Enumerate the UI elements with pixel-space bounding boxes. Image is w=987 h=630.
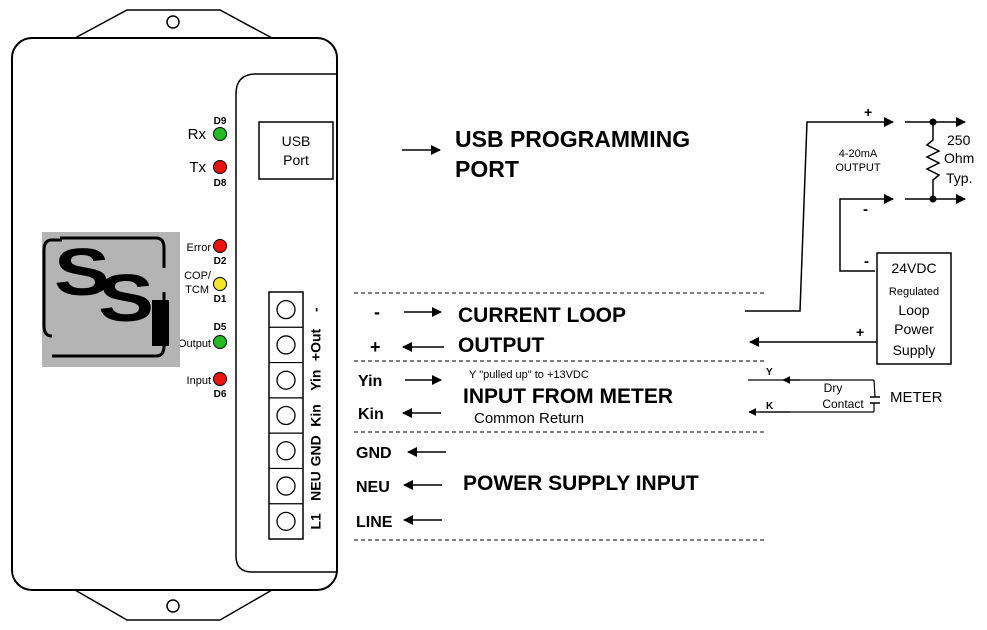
- led-d6-red: [213, 372, 227, 386]
- led-d6-label: Input: [187, 375, 211, 387]
- terminal-label: +Out: [308, 328, 324, 361]
- dry-contact-label-1: Dry: [824, 381, 843, 395]
- pulled-up-note: Y "pulled up" to +13VDC: [469, 369, 589, 381]
- output-4-20ma-2: OUTPUT: [835, 162, 881, 174]
- psu-label-3: Loop: [898, 302, 929, 318]
- psu-label-4: Power: [894, 321, 934, 337]
- terminal-label: NEU: [308, 471, 324, 501]
- neu-label: NEU: [356, 479, 390, 496]
- minus-label: -: [374, 302, 380, 322]
- led-d9-label: Rx: [188, 126, 207, 143]
- led-d6-input: Input D6: [187, 372, 227, 400]
- led-d2-label: Error: [187, 242, 212, 254]
- led-d8-tx: Tx D8: [189, 159, 227, 189]
- led-d5-green: [213, 335, 227, 349]
- gnd-label: GND: [356, 445, 392, 462]
- enclosure-inner-panel: [235, 73, 337, 573]
- ohm-label-3: Typ.: [946, 170, 972, 186]
- power-supply-input-heading: POWER SUPPLY INPUT: [463, 472, 699, 495]
- plus-label: +: [370, 337, 381, 357]
- terminal-screw: [276, 441, 296, 461]
- led-d1-id: D1: [214, 294, 227, 305]
- terminal-label: Kin: [308, 404, 324, 427]
- ohm-label-2: Ohm: [944, 150, 974, 166]
- yin-label: Yin: [358, 373, 382, 390]
- ssi-logo-letter-s2: S: [98, 261, 154, 336]
- supply-minus-wire: [839, 194, 894, 272]
- led-d6-id: D6: [214, 389, 227, 400]
- ssi-logo-letter-i: [152, 300, 169, 346]
- terminal-label: L1: [308, 513, 324, 530]
- terminal-label: -: [308, 307, 324, 312]
- loop-circuit: + 4-20mA OUTPUT - - 250 Ohm Typ. 24VDC R…: [745, 104, 974, 416]
- led-d1-label-1: COP/: [184, 270, 212, 282]
- psu-label-1: 24VDC: [891, 260, 936, 276]
- psu-minus: -: [864, 253, 869, 270]
- meter-label: METER: [890, 389, 943, 406]
- input-from-meter-heading: INPUT FROM METER: [463, 385, 673, 408]
- psu-label-2: Regulated: [889, 286, 939, 298]
- usb-heading-2: PORT: [455, 156, 519, 182]
- output-heading: OUTPUT: [458, 334, 545, 357]
- kin-label: Kin: [358, 406, 384, 423]
- y-label: Y: [766, 367, 773, 378]
- led-d1-yellow: [213, 277, 227, 291]
- led-d2-id: D2: [214, 256, 227, 267]
- loop-plus-top: +: [864, 104, 872, 120]
- usb-heading-1: USB PROGRAMMING: [455, 126, 690, 152]
- led-d9-id: D9: [214, 116, 227, 127]
- psu-plus: +: [856, 324, 864, 340]
- terminal-screw: [276, 405, 296, 426]
- led-d2-error: Error D2: [187, 239, 227, 267]
- led-d1-cop-tcm: COP/ TCM D1: [184, 270, 227, 305]
- terminal-label: GND: [308, 435, 324, 466]
- terminal-screw: [276, 511, 296, 532]
- terminal-screw: [276, 370, 296, 390]
- ssi-logo: S S: [42, 232, 180, 367]
- led-d5-output: D5 Output: [178, 322, 227, 350]
- output-4-20ma-1: 4-20mA: [839, 148, 878, 160]
- led-d5-id: D5: [214, 322, 227, 333]
- led-d8-id: D8: [214, 178, 227, 189]
- led-d9-green: [213, 127, 227, 141]
- led-d8-red: [213, 160, 227, 174]
- dry-contact-label-2: Contact: [822, 397, 864, 411]
- terminal-screw: [276, 299, 296, 320]
- led-d8-label: Tx: [189, 159, 206, 176]
- terminal-screw: [276, 335, 296, 355]
- k-label: K: [766, 401, 774, 412]
- led-d9-rx: D9 Rx: [188, 116, 227, 143]
- led-d1-label-2: TCM: [185, 284, 209, 296]
- top-mounting-hole: [166, 15, 180, 29]
- resistor-250-ohm: [925, 122, 941, 199]
- usb-port-label-2: Port: [283, 152, 309, 168]
- led-d5-label: Output: [178, 338, 211, 350]
- led-d2-red: [213, 239, 227, 253]
- terminal-label: Yin: [308, 370, 324, 391]
- minus-output-wire: [745, 117, 894, 312]
- ohm-label-1: 250: [947, 132, 971, 148]
- bottom-mounting-hole: [166, 599, 180, 613]
- terminal-screw: [276, 476, 296, 496]
- ssi-logo-letter-s1: S: [54, 235, 110, 310]
- line-label: LINE: [356, 514, 393, 531]
- current-loop-heading: CURRENT LOOP: [458, 304, 626, 327]
- loop-power-supply-box: [876, 252, 952, 365]
- wiring-section: - + CURRENT LOOP OUTPUT Yin Kin Y "pulle…: [354, 292, 765, 541]
- common-return-note: Common Return: [474, 410, 584, 427]
- usb-port-label-1: USB: [282, 133, 311, 149]
- usb-port: USB Port: [258, 121, 334, 180]
- psu-label-5: Supply: [893, 342, 936, 358]
- y-wire: [748, 379, 876, 398]
- loop-minus-mid: -: [863, 201, 868, 218]
